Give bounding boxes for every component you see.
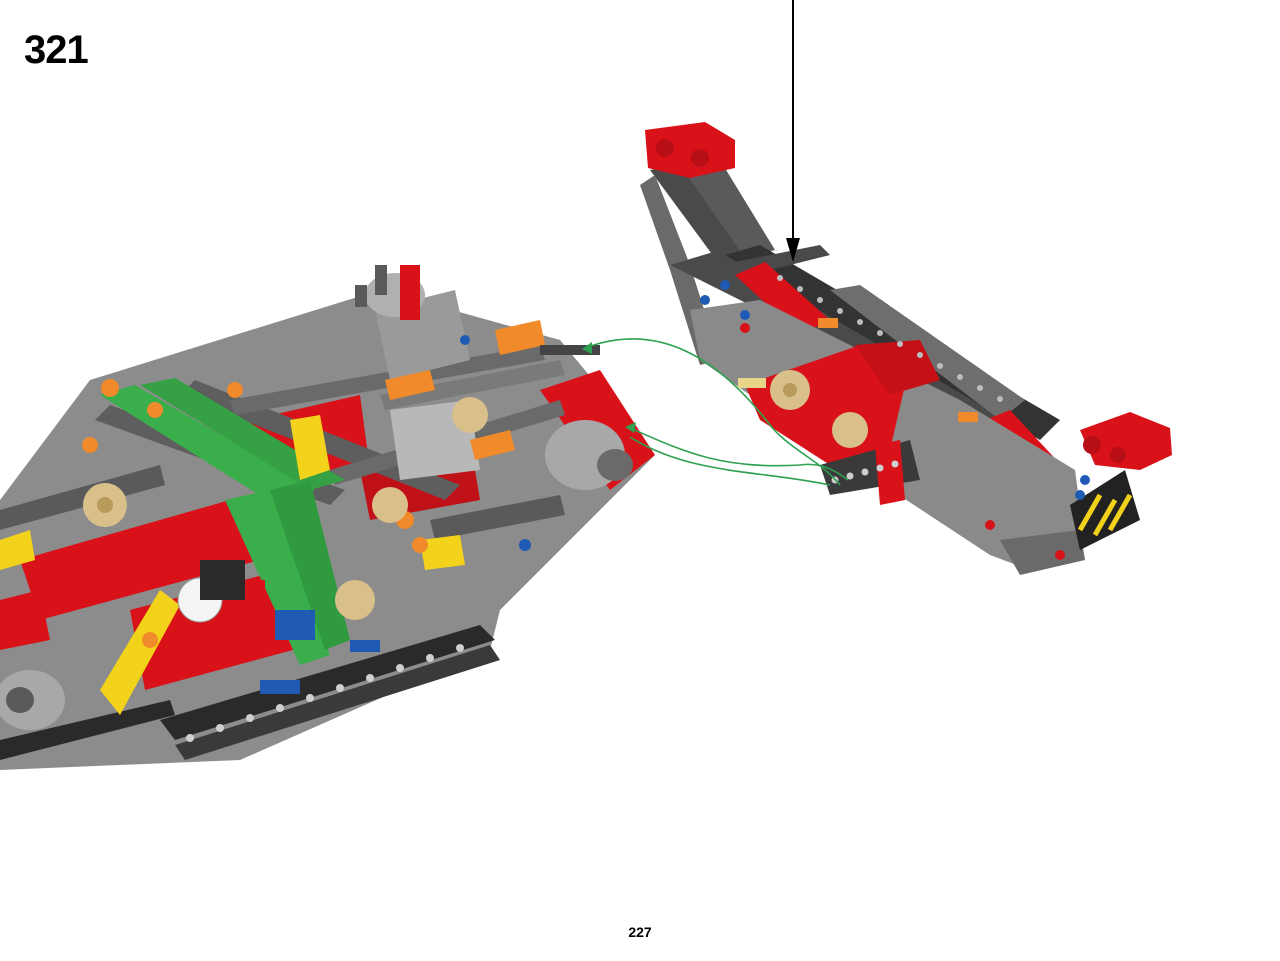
technic-arm-subassembly bbox=[640, 122, 1172, 575]
page-number: 227 bbox=[628, 924, 652, 940]
down-arrow-icon bbox=[786, 0, 800, 262]
step-number: 321 bbox=[24, 28, 89, 72]
technic-chassis-assembly bbox=[0, 265, 655, 770]
green-connector-lines bbox=[582, 338, 849, 486]
